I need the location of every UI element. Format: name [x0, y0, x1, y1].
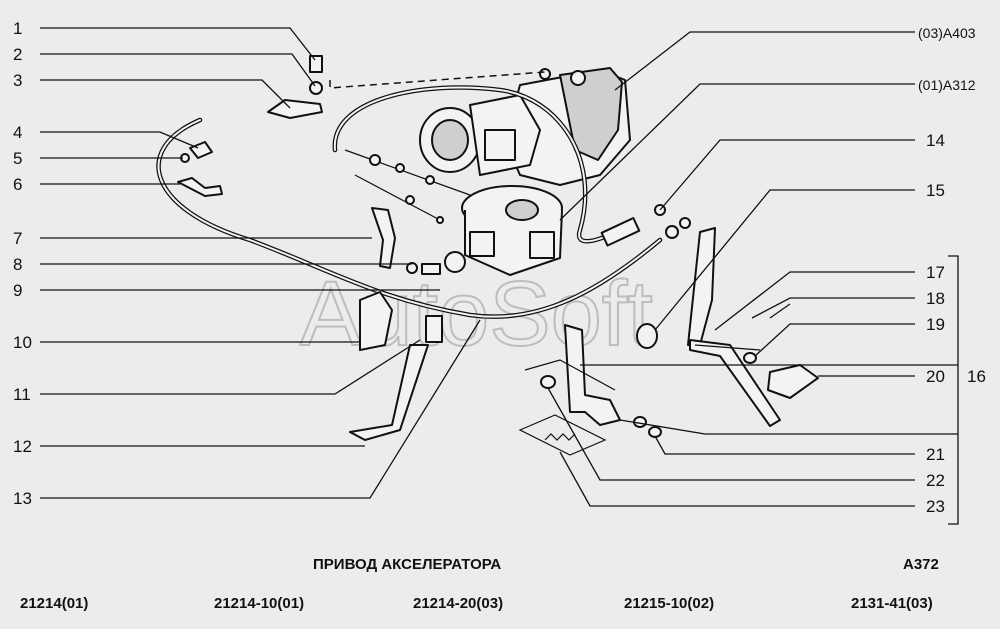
- callout-18: 18: [926, 289, 945, 308]
- model-2: 21214-10(01): [214, 595, 305, 612]
- callout-10: 10: [13, 333, 32, 352]
- reference-a403: (03)A403: [918, 25, 976, 41]
- callout-1: 1: [13, 19, 22, 38]
- diagram-title: ПРИВОД АКСЕЛЕРАТОРА: [313, 556, 502, 573]
- carburettor-assembly: [444, 185, 563, 276]
- callout-3: 3: [13, 71, 22, 90]
- model-5: 2131-41(03): [851, 595, 933, 612]
- callout-5: 5: [13, 149, 22, 168]
- callout-13: 13: [13, 489, 32, 508]
- callout-14: 14: [926, 131, 945, 150]
- callout-9: 9: [13, 281, 22, 300]
- callout-21: 21: [926, 445, 945, 464]
- callout-23: 23: [926, 497, 945, 516]
- callout-16-group: 16: [967, 367, 986, 386]
- callout-2: 2: [13, 45, 22, 64]
- callout-7: 7: [13, 229, 22, 248]
- callout-22: 22: [926, 471, 945, 490]
- callout-6: 6: [13, 175, 22, 194]
- callout-12: 12: [13, 437, 32, 456]
- callout-8: 8: [13, 255, 22, 274]
- model-1: 21214(01): [20, 595, 89, 612]
- reference-a312: (01)A312: [918, 77, 976, 93]
- callout-4: 4: [13, 123, 22, 142]
- model-4: 21215-10(02): [624, 595, 715, 612]
- callout-15: 15: [926, 181, 945, 200]
- callout-17: 17: [926, 263, 945, 282]
- model-3: 21214-20(03): [413, 595, 504, 612]
- callouts-left: 1 2 3 4 5 6 7 8 9 10 11 12 13: [13, 19, 32, 508]
- callout-19: 19: [926, 315, 945, 334]
- callout-20: 20: [926, 367, 945, 386]
- leader-lines: [40, 27, 959, 525]
- parts-drawing: [156, 55, 819, 456]
- diagram-code: A372: [903, 556, 939, 573]
- callouts-right: (03)A403 (01)A312 14 15 17 18 19 20 21 2…: [918, 25, 986, 516]
- callout-11: 11: [13, 385, 31, 404]
- throttle-body-assembly: [419, 67, 631, 186]
